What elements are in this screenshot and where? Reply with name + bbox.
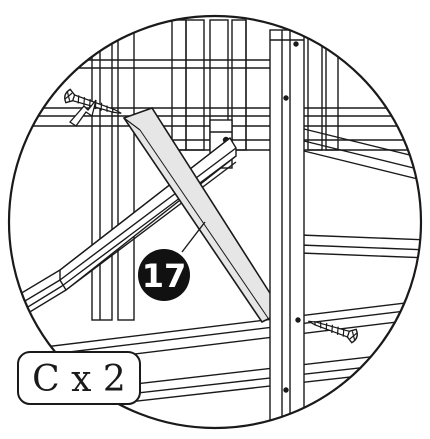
insert-arrow-icon [69, 99, 97, 127]
front-post [269, 29, 305, 428]
frame-structure [9, 19, 421, 428]
screw-icon [64, 88, 122, 114]
top-beam [60, 59, 300, 69]
screw-icon [308, 320, 358, 344]
quantity-label: C x 2 [17, 351, 141, 405]
magnifier-circle-outline [7, 14, 423, 430]
part-leader-line [181, 221, 206, 253]
quantity-label-text: C x 2 [32, 359, 126, 400]
part-number-text: 17 [142, 257, 187, 295]
part-number-badge: 17 [138, 249, 190, 301]
